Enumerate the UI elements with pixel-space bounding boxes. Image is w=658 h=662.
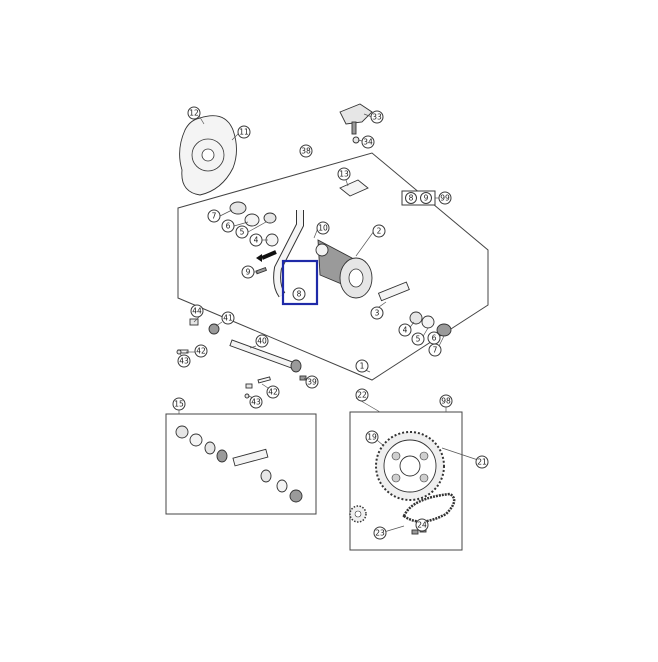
callout-1[interactable]: 1 <box>355 359 369 373</box>
wheel-rim-part <box>256 209 305 298</box>
callout-13[interactable]: 13 <box>337 167 351 181</box>
svg-text:10: 10 <box>318 224 328 233</box>
callout-39[interactable]: 39 <box>305 375 319 389</box>
right-bearing-stack <box>409 311 452 337</box>
callout-33[interactable]: 33 <box>370 110 384 124</box>
callout-11[interactable]: 11 <box>237 125 251 139</box>
highlight-box <box>281 259 319 306</box>
svg-text:39: 39 <box>307 378 317 387</box>
callout-8-group[interactable]: 8 <box>405 192 417 204</box>
callout-6-right[interactable]: 6 <box>427 331 441 345</box>
svg-text:24: 24 <box>417 521 427 530</box>
callout-3[interactable]: 3 <box>370 306 384 320</box>
svg-text:12: 12 <box>189 109 199 118</box>
callout-9-group[interactable]: 9 <box>420 192 432 204</box>
svg-text:41: 41 <box>223 314 233 323</box>
callout-12[interactable]: 12 <box>187 106 201 120</box>
clip-part <box>339 179 369 197</box>
svg-text:43: 43 <box>179 357 189 366</box>
svg-text:21: 21 <box>477 458 487 467</box>
svg-text:15: 15 <box>174 400 184 409</box>
callout-4[interactable]: 4 <box>249 233 263 247</box>
front-sprocket-part <box>349 505 367 523</box>
subassembly-15-parts <box>175 425 303 503</box>
callout-41[interactable]: 41 <box>221 311 235 325</box>
callout-19[interactable]: 19 <box>365 430 379 444</box>
callout-6[interactable]: 6 <box>221 219 235 233</box>
svg-text:6: 6 <box>226 222 231 231</box>
callout-10[interactable]: 10 <box>316 221 330 235</box>
svg-text:19: 19 <box>367 433 377 442</box>
svg-text:5: 5 <box>240 228 245 237</box>
callout-38[interactable]: 38 <box>299 144 313 158</box>
callout-21[interactable]: 21 <box>475 455 489 469</box>
svg-text:11: 11 <box>239 128 249 137</box>
svg-text:6: 6 <box>432 334 437 343</box>
chain-part <box>402 492 456 535</box>
callout-5[interactable]: 5 <box>235 225 249 239</box>
svg-text:98: 98 <box>441 397 451 406</box>
callout-43[interactable]: 43 <box>177 354 191 368</box>
svg-text:42: 42 <box>268 388 278 397</box>
svg-text:44: 44 <box>192 307 202 316</box>
callout-43-lower[interactable]: 43 <box>249 395 263 409</box>
hub-part <box>315 239 373 299</box>
svg-text:34: 34 <box>363 138 373 147</box>
callout-22[interactable]: 22 <box>355 388 369 402</box>
callout-99[interactable]: 99 <box>438 191 452 205</box>
callout-8[interactable]: 8 <box>292 287 306 301</box>
svg-text:22: 22 <box>357 391 367 400</box>
callout-7[interactable]: 7 <box>207 209 221 223</box>
svg-text:38: 38 <box>301 147 311 156</box>
spacer-part <box>377 281 410 302</box>
callout-24[interactable]: 24 <box>415 518 429 532</box>
bolt-part <box>255 267 267 275</box>
svg-text:23: 23 <box>375 529 385 538</box>
svg-text:9: 9 <box>424 194 429 203</box>
callout-2[interactable]: 2 <box>372 224 386 238</box>
svg-text:2: 2 <box>377 227 382 236</box>
svg-text:42: 42 <box>196 347 206 356</box>
subassembly-box-98 <box>349 411 463 551</box>
svg-text:7: 7 <box>433 346 438 355</box>
svg-text:13: 13 <box>339 170 349 179</box>
callout-44[interactable]: 44 <box>190 304 204 318</box>
svg-text:1: 1 <box>360 362 365 371</box>
axle-part <box>229 339 307 381</box>
svg-text:33: 33 <box>372 113 382 122</box>
callout-7-right[interactable]: 7 <box>428 343 442 357</box>
callout-4-right[interactable]: 4 <box>398 323 412 337</box>
callout-5-right[interactable]: 5 <box>411 332 425 346</box>
svg-text:9: 9 <box>246 268 251 277</box>
callout-15[interactable]: 15 <box>172 397 186 411</box>
left-bearing-stack <box>229 201 279 247</box>
subassembly-box-15 <box>165 413 317 515</box>
callout-40[interactable]: 40 <box>255 334 269 348</box>
callout-34[interactable]: 34 <box>361 135 375 149</box>
callout-42[interactable]: 42 <box>194 344 208 358</box>
callout-42-lower[interactable]: 42 <box>266 385 280 399</box>
callout-9[interactable]: 9 <box>241 265 255 279</box>
svg-text:4: 4 <box>254 236 259 245</box>
svg-text:3: 3 <box>375 309 380 318</box>
svg-text:40: 40 <box>257 337 267 346</box>
svg-text:8: 8 <box>297 290 302 299</box>
svg-text:43: 43 <box>251 398 261 407</box>
svg-text:5: 5 <box>416 335 421 344</box>
cap-part <box>339 103 373 144</box>
svg-text:99: 99 <box>440 194 450 203</box>
brake-disc-part <box>179 115 237 196</box>
callout-group-8-9-99: 8 9 99 <box>401 190 452 206</box>
svg-text:8: 8 <box>409 194 414 203</box>
svg-text:7: 7 <box>212 212 217 221</box>
svg-text:4: 4 <box>403 326 408 335</box>
callout-98[interactable]: 98 <box>439 394 453 408</box>
callout-23[interactable]: 23 <box>373 526 387 540</box>
adjuster-bolt-part <box>244 376 271 399</box>
rear-sprocket-part <box>375 431 445 501</box>
callouts: 12 11 33 34 38 13 8 9 99 7 6 5 4 10 2 9 … <box>172 106 489 540</box>
